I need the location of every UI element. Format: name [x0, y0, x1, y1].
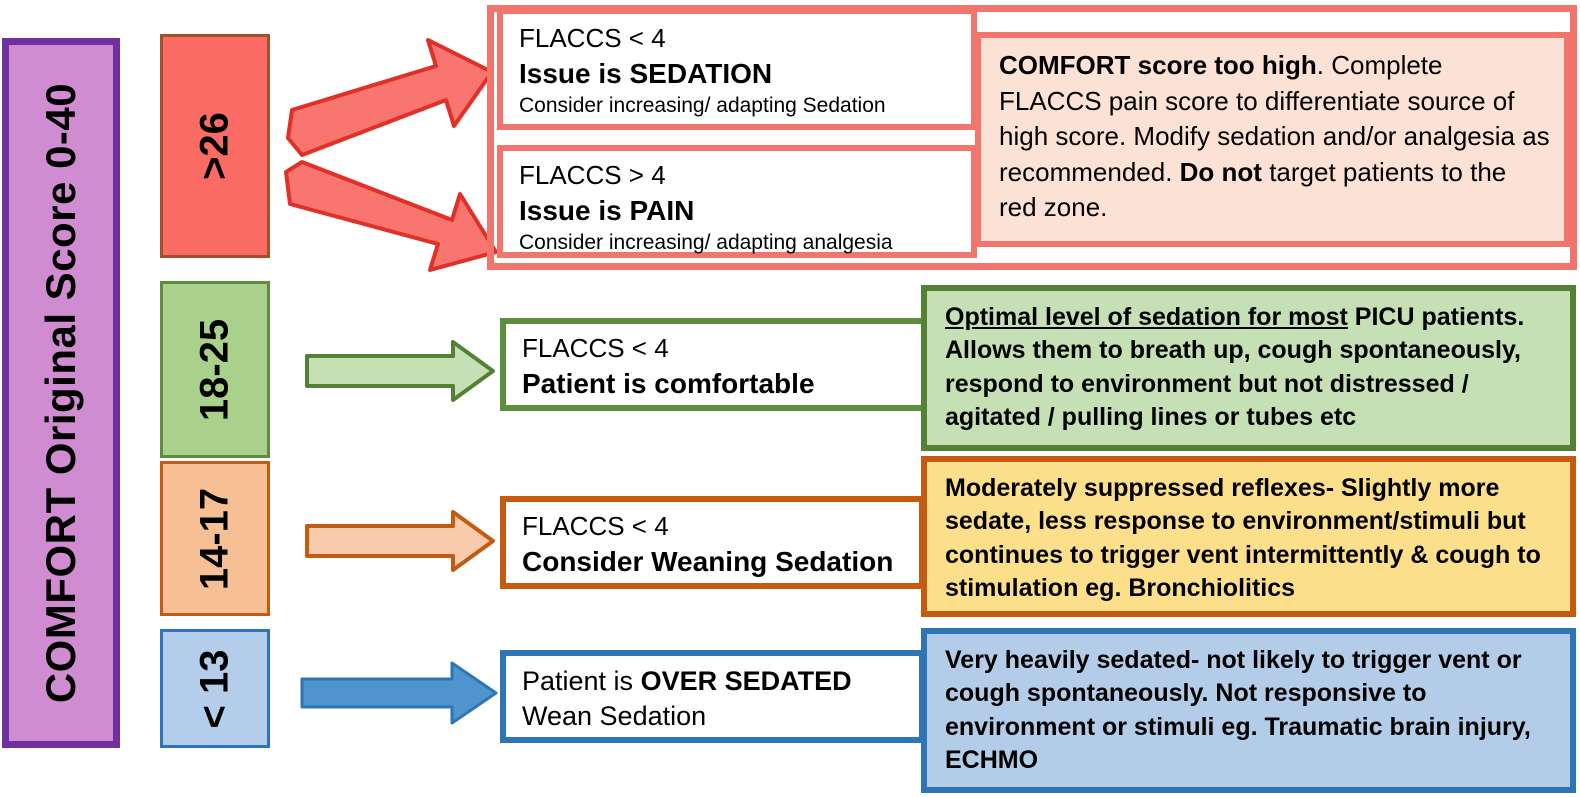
page-title: COMFORT Original Score 0-40	[37, 82, 84, 704]
score-band-green-label: 18-25	[192, 318, 237, 421]
explanation-box-red: COMFORT score too high. Complete FLACCS …	[975, 32, 1570, 247]
comfort-score-scale-bar: COMFORT Original Score 0-40	[2, 38, 120, 748]
arrow-red-up-icon	[286, 38, 494, 157]
oversedated-issue-prefix: Patient is	[522, 666, 641, 696]
sedation-issue: Issue is SEDATION	[519, 57, 773, 89]
oversedated-issue: Patient is OVER SEDATED	[522, 664, 905, 699]
explain-red-body: . Complete FLACCS pain score to differen…	[999, 50, 1550, 187]
pain-issue: Issue is PAIN	[519, 194, 695, 226]
comfortable-criterion: FLACCS < 4	[522, 333, 669, 363]
explain-green-rest: PICU patients. Allows them to breath up,…	[945, 303, 1525, 431]
arrow-blue-icon	[300, 661, 498, 725]
sedation-criterion: FLACCS < 4	[519, 23, 666, 53]
score-band-orange: 14-17	[160, 461, 270, 616]
explain-red-tail-strong: Do not	[1179, 156, 1262, 187]
action-box-comfortable: FLACCS < 4 Patient is comfortable	[500, 318, 930, 411]
arrow-orange-icon	[305, 510, 495, 572]
action-box-weaning: FLACCS < 4 Consider Weaning Sedation	[500, 496, 925, 589]
explanation-box-green: Optimal level of sedation for most PICU …	[921, 285, 1576, 451]
oversedated-issue-strong: OVER SEDATED	[640, 666, 852, 696]
score-band-red-label: >26	[192, 112, 237, 180]
comfortable-issue: Patient is comfortable	[522, 367, 815, 399]
score-band-blue: < 13	[160, 629, 270, 748]
explanation-box-orange: Moderately suppressed reflexes- Slightly…	[921, 456, 1576, 617]
score-band-green: 18-25	[160, 281, 270, 458]
pain-criterion: FLACCS > 4	[519, 160, 666, 190]
action-box-oversedated: Patient is OVER SEDATED Wean Sedation	[500, 650, 925, 743]
arrow-green-icon	[305, 340, 495, 402]
pain-advice: Consider increasing/ adapting analgesia	[519, 230, 893, 254]
explanation-box-blue: Very heavily sedated- not likely to trig…	[921, 628, 1576, 793]
score-band-red: >26	[160, 34, 270, 258]
explain-red-lead: COMFORT score too high	[999, 50, 1317, 80]
score-band-orange-label: 14-17	[192, 487, 237, 590]
explain-red-tail: target patients to the red zone.	[999, 156, 1507, 223]
score-band-blue-label: < 13	[192, 649, 237, 728]
weaning-issue: Consider Weaning Sedation	[522, 545, 894, 577]
sedation-advice: Consider increasing/ adapting Sedation	[519, 93, 886, 117]
weaning-criterion: FLACCS < 4	[522, 511, 669, 541]
red-zone-frame	[487, 5, 1577, 270]
action-box-pain: FLACCS > 4 Issue is PAIN Consider increa…	[497, 145, 977, 258]
arrow-red-down-icon	[284, 160, 498, 272]
explain-green-underlined: Optimal level of sedation for most	[945, 303, 1348, 331]
oversedated-advice: Wean Sedation	[522, 701, 707, 732]
action-box-sedation: FLACCS < 4 Issue is SEDATION Consider in…	[497, 8, 977, 130]
